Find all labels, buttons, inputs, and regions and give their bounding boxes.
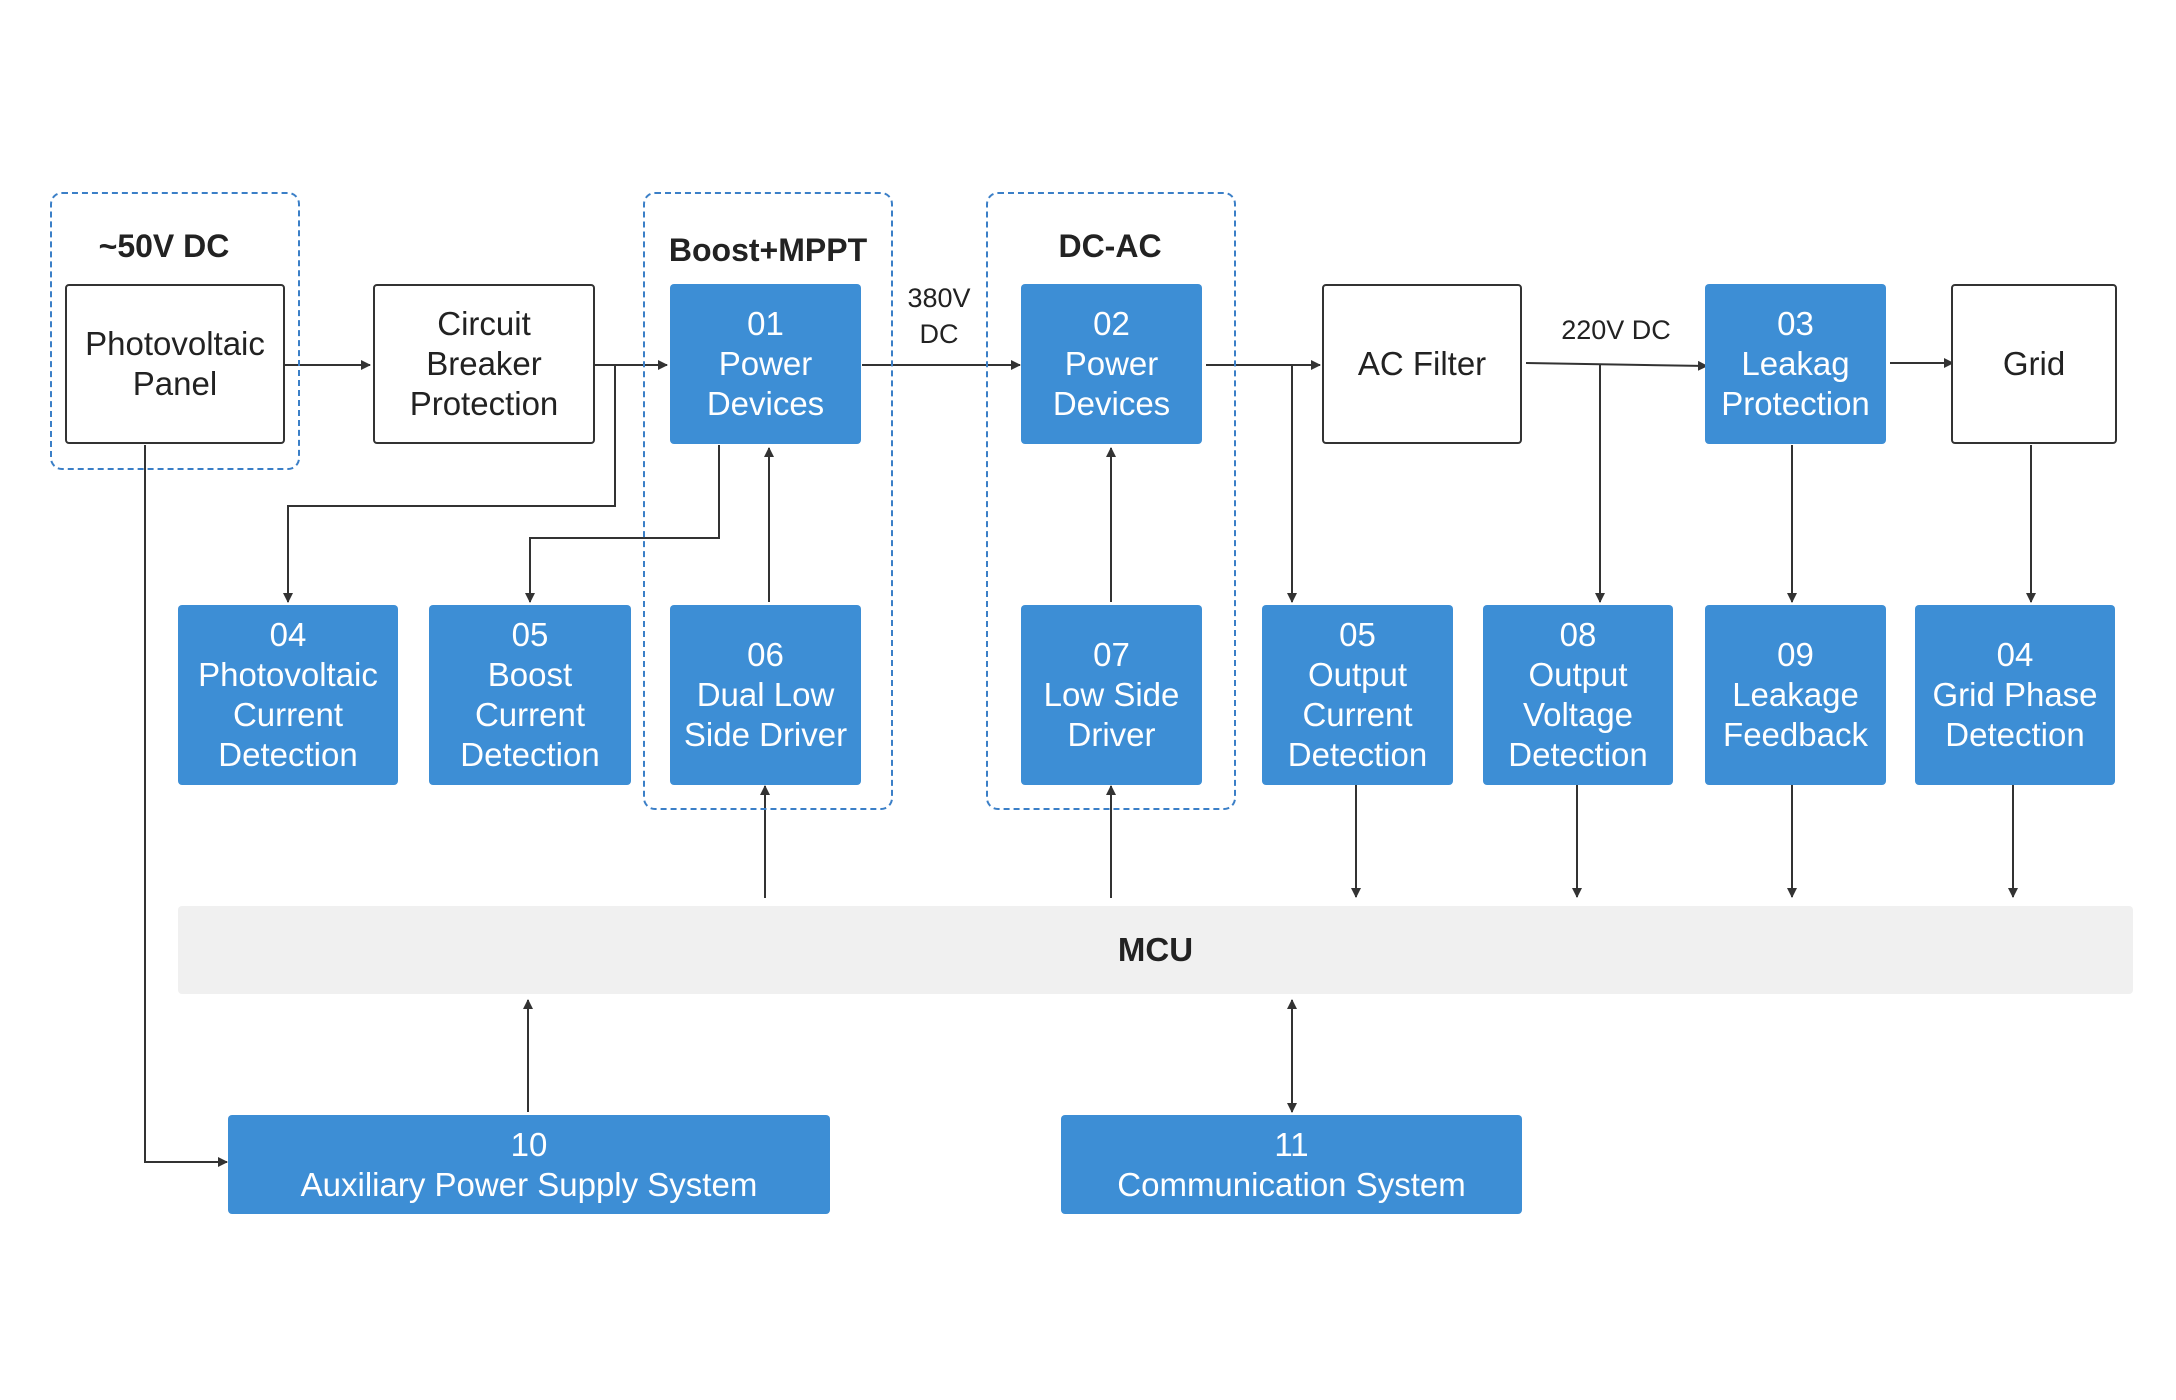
- node-text-line: 07: [1093, 636, 1130, 673]
- node-text-line: Devices: [706, 385, 825, 422]
- label-220v-dc: 220V DC: [1561, 315, 1671, 345]
- node-text-line: 02: [1093, 305, 1130, 342]
- node-text-line: Auxiliary Power Supply System: [300, 1165, 758, 1203]
- node-text-line: Output: [1528, 656, 1628, 693]
- node-text-line: Leakage: [1732, 676, 1859, 713]
- node-text-line: Driver: [1067, 716, 1156, 753]
- group-title-boost: Boost+MPPT: [668, 232, 868, 268]
- node-text-line: Detection: [460, 736, 600, 773]
- node-text-line: 05: [511, 616, 549, 653]
- node-text-line: MCU: [1117, 931, 1194, 968]
- node-text-line: Leakag: [1741, 345, 1850, 382]
- wire-pv-to-10: [144, 445, 228, 1167]
- wire-acfilter-to-03: [1525, 360, 1708, 371]
- node-text-line: 09: [1777, 636, 1814, 673]
- node-text-line: Photovoltaic: [85, 325, 265, 362]
- node-text-line: Panel: [132, 365, 218, 402]
- group-boost-mppt: [643, 192, 893, 810]
- node-text-line: Current: [474, 696, 586, 733]
- node-text-line: Detection: [218, 736, 358, 773]
- node-text-line: Devices: [1052, 385, 1171, 422]
- node-text-line: 04: [1996, 636, 2034, 673]
- node-text-line: Detection: [1287, 736, 1428, 773]
- node-text-line: 03: [1777, 305, 1814, 342]
- node-text-line: Low Side: [1043, 676, 1180, 713]
- node-text-line: Protection: [1721, 385, 1870, 422]
- node-text-line: 06: [747, 636, 784, 673]
- wire-01-to-05: [525, 445, 720, 603]
- wire-breaker-to-04: [283, 365, 616, 603]
- node-text-line: Power: [1064, 345, 1159, 382]
- node-text-line: 08: [1559, 616, 1597, 653]
- node-text-line: 04: [269, 616, 307, 653]
- node-text-line: Circuit: [437, 305, 531, 342]
- node-text-line: Boost: [487, 656, 573, 693]
- group-dc-ac: [986, 192, 1236, 810]
- node-text-line: 10: [510, 1125, 548, 1163]
- label-380v-dc: 380V DC: [907, 283, 971, 349]
- node-text-line: Dual Low: [696, 676, 835, 713]
- node-text-line: 11: [1274, 1125, 1309, 1163]
- node-text-line: Photovoltaic: [198, 656, 378, 693]
- node-text-line: Current: [232, 696, 344, 733]
- group-title-dcac: DC-AC: [1058, 228, 1162, 264]
- node-text-line: Protection: [409, 385, 559, 422]
- node-text-line: Breaker: [426, 345, 542, 382]
- node-text-line: Grid Phase: [1932, 676, 2098, 713]
- ac-filter: AC Filter: [1322, 284, 1522, 444]
- group-pv-50v: [50, 192, 300, 470]
- node-text-line: Detection: [1508, 736, 1648, 773]
- node-text-line: Power: [718, 345, 813, 382]
- node-text-line: 01: [747, 305, 784, 342]
- node-text-line: Feedback: [1723, 716, 1868, 753]
- node-text-line: Grid: [2002, 345, 2066, 382]
- node-text-line: Communication System: [1117, 1165, 1466, 1203]
- node-text-line: Current: [1302, 696, 1413, 733]
- grid: Grid: [1951, 284, 2117, 444]
- node-text-line: Side Driver: [683, 716, 848, 753]
- mcu-bar: MCU: [178, 906, 2133, 994]
- node-text-line: AC Filter: [1357, 345, 1487, 382]
- node-text-line: Voltage: [1522, 696, 1634, 733]
- group-title-pv: ~50V DC: [98, 228, 230, 264]
- node-text-line: Output: [1307, 656, 1408, 693]
- node-text-line: Detection: [1945, 716, 2085, 753]
- node-text-line: 05: [1339, 616, 1376, 653]
